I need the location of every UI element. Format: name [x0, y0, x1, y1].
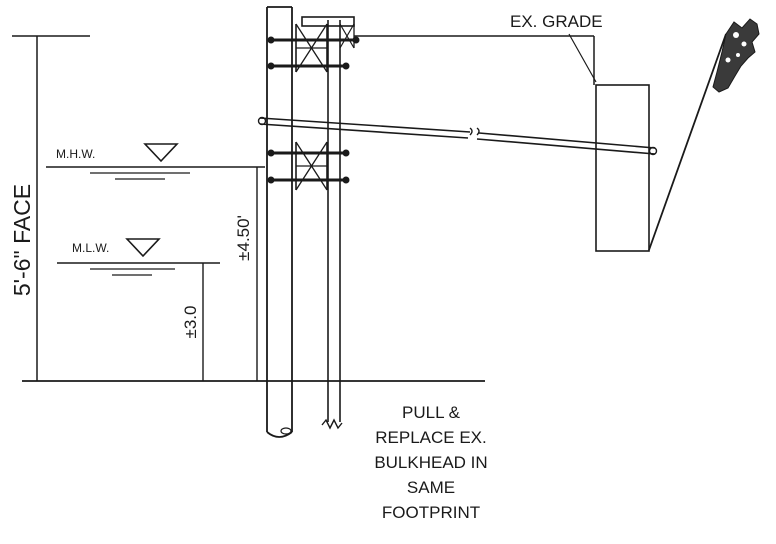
stone-revetment-icon [712, 18, 760, 93]
bulkhead-cap [301, 16, 355, 27]
mhw-label: M.H.W. [56, 147, 95, 161]
upper-wale-block [295, 23, 355, 73]
bulkhead-sheathing [321, 20, 343, 430]
note-line: FOOTPRINT [382, 503, 480, 522]
face-height-label: 5'-6" FACE [9, 184, 35, 296]
lower-wale-block [295, 141, 328, 191]
note-line: REPLACE EX. [375, 428, 487, 447]
ex-grade-label: EX. GRADE [510, 12, 603, 31]
lower-bolts [267, 149, 350, 184]
mhw-elevation-label: ±4.50' [234, 215, 253, 261]
note-line: SAME [407, 478, 455, 497]
mlw-elevation-dimension: ±3.0 [181, 263, 204, 381]
mlw-label: M.L.W. [72, 241, 109, 255]
grade-label-leader [568, 33, 597, 83]
mhw-water-symbol-icon [143, 143, 179, 163]
sheathing-break-mark [321, 418, 343, 430]
mlw-elevation-label: ±3.0 [181, 306, 200, 339]
mhw-elevation-dimension: ±4.50' [234, 167, 258, 381]
mhw-water-level: M.H.W. [46, 143, 265, 180]
mlw-water-symbol-icon [125, 238, 161, 258]
upper-bolts [267, 36, 360, 70]
deadman-anchor [595, 84, 650, 252]
face-dimension: 5'-6" FACE [9, 35, 90, 381]
mlw-water-level: M.L.W. [57, 238, 220, 276]
note-line: PULL & [402, 403, 461, 422]
existing-grade-slope [648, 18, 760, 251]
note-line: BULKHEAD IN [374, 453, 487, 472]
round-pile [266, 6, 293, 438]
tie-rod-break-mark [469, 127, 480, 136]
construction-note: PULL & REPLACE EX. BULKHEAD IN SAME FOOT… [374, 403, 487, 522]
